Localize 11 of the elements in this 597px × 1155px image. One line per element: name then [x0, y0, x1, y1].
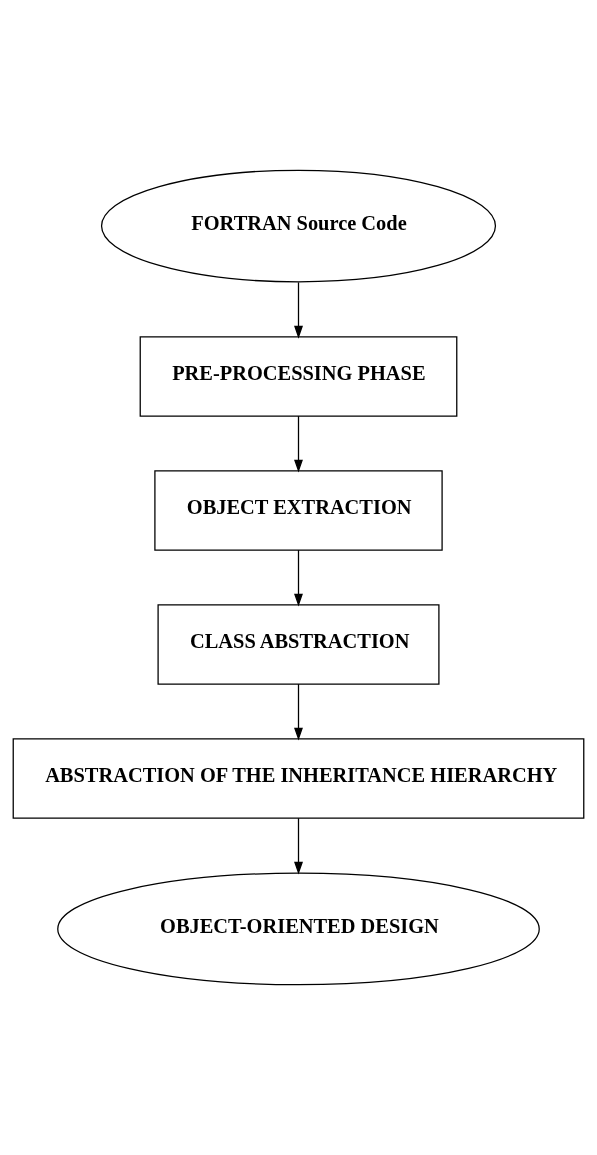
node-box: OBJECT EXTRACTION: [154, 470, 443, 551]
arrow: [294, 817, 303, 875]
node-box: ABSTRACTION OF THE INHERITANCE HIERARCHY: [12, 738, 585, 819]
arrow: [294, 683, 303, 741]
arrow: [294, 549, 303, 607]
arrow: [294, 415, 303, 473]
arrow: [294, 281, 303, 339]
node-box: CLASS ABSTRACTION: [157, 604, 440, 685]
node-box: PRE-PROCESSING PHASE: [139, 336, 458, 417]
node-ellipse: FORTRAN Source Code: [100, 169, 497, 283]
node-ellipse: OBJECT-ORIENTED DESIGN: [57, 872, 540, 986]
